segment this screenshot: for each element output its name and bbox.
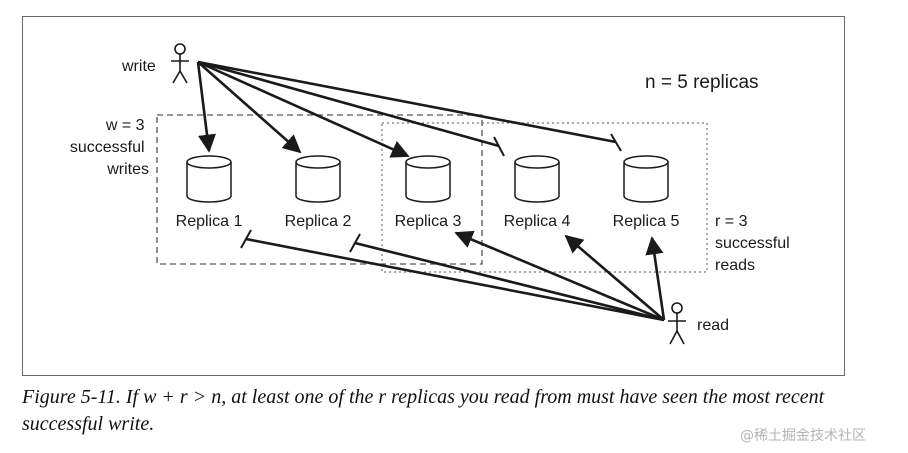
read-arrow-replica-5	[645, 236, 666, 321]
replica-1: Replica 1	[176, 155, 243, 230]
figure-caption: Figure 5-11. If w + r > n, at least one …	[22, 386, 825, 435]
read-arrow-replica-1-failed	[245, 237, 665, 322]
replica-label: Replica 3	[395, 213, 462, 230]
replica-2: Replica 2	[285, 155, 352, 230]
replica-label: Replica 2	[285, 213, 352, 230]
database-icon	[186, 155, 232, 203]
failed-read-cross-replica-2	[349, 233, 361, 253]
n-replicas-label: n = 5 replicas	[645, 72, 759, 93]
read-arrow-replica-3	[454, 230, 665, 322]
watermark: @稀土掘金技术社区	[740, 428, 866, 444]
failed-write-cross-replica-5	[610, 133, 622, 152]
database-icon	[405, 155, 451, 203]
write-arrow-replica-2	[197, 61, 302, 154]
w-quorum-label: w = 3 successful writes	[70, 117, 149, 178]
write-arrow-replica-1	[196, 61, 217, 153]
write-arrow-replica-4-failed	[197, 60, 500, 148]
database-icon	[295, 155, 341, 203]
read-user-icon	[668, 302, 686, 345]
database-icon	[514, 155, 560, 203]
read-arrow-replica-4	[564, 234, 665, 321]
replica-5: Replica 5	[613, 155, 680, 230]
replica-label: Replica 1	[176, 213, 243, 230]
write-arrow-replica-5-failed	[197, 60, 617, 144]
failed-read-cross-replica-1	[240, 229, 252, 249]
replica-label: Replica 4	[504, 213, 571, 230]
r-quorum-label: r = 3 successful reads	[715, 213, 794, 274]
replica-3: Replica 3	[395, 155, 462, 230]
write-user-icon	[171, 43, 189, 84]
write-label: write	[121, 58, 156, 75]
read-label: read	[697, 317, 729, 334]
replica-4: Replica 4	[504, 155, 571, 230]
replica-label: Replica 5	[613, 213, 680, 230]
read-quorum-box	[381, 122, 708, 273]
database-icon	[623, 155, 669, 203]
read-arrow-replica-2-failed	[354, 241, 665, 322]
failed-write-cross-replica-4	[493, 136, 505, 157]
write-arrow-replica-3	[197, 60, 410, 158]
